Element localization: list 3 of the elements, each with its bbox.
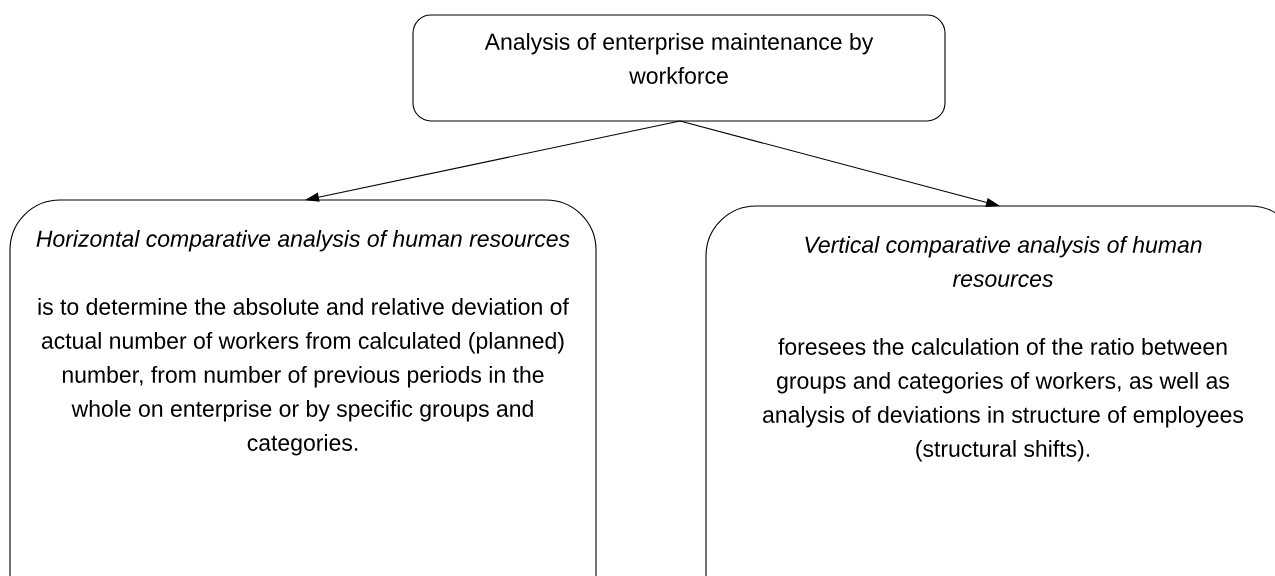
rounded-box: Horizontal comparative analysis of human resources is to determine the absolute and relative deviation of actual number of workers from calculated (planned) number, from number of previous periods in the whole on enterprise or by specific groups and categories. <box>9 199 597 576</box>
rounded-box: Analysis of enterprise maintenance by workforce <box>412 14 946 122</box>
rounded-box: Vertical comparative analysis of human resources foresees the calculation of the ratio between groups and categories of workers, as well as analysis of deviations in structure of employees (structural shifts). <box>705 205 1275 576</box>
